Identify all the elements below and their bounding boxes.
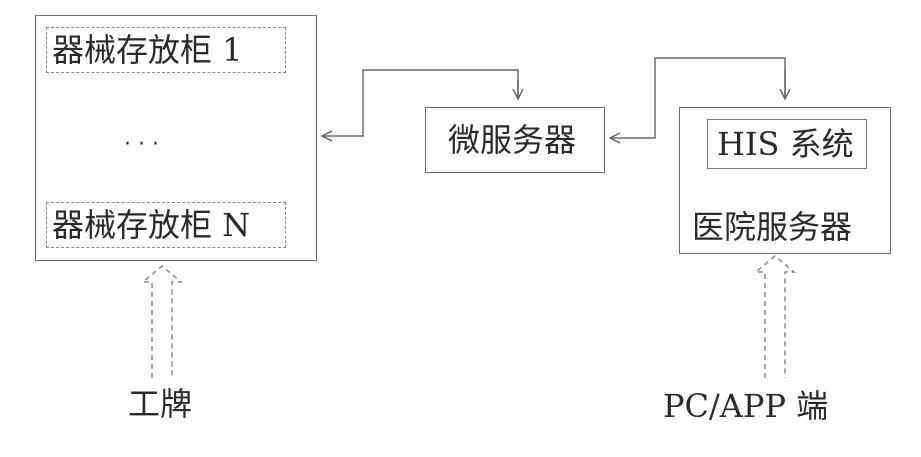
pc-app-dashed-arrow	[756, 256, 794, 378]
micro-to-cabinet-link	[322, 70, 518, 136]
work-badge-dashed-arrow	[143, 266, 181, 378]
hospital-to-micro-link	[610, 58, 785, 138]
